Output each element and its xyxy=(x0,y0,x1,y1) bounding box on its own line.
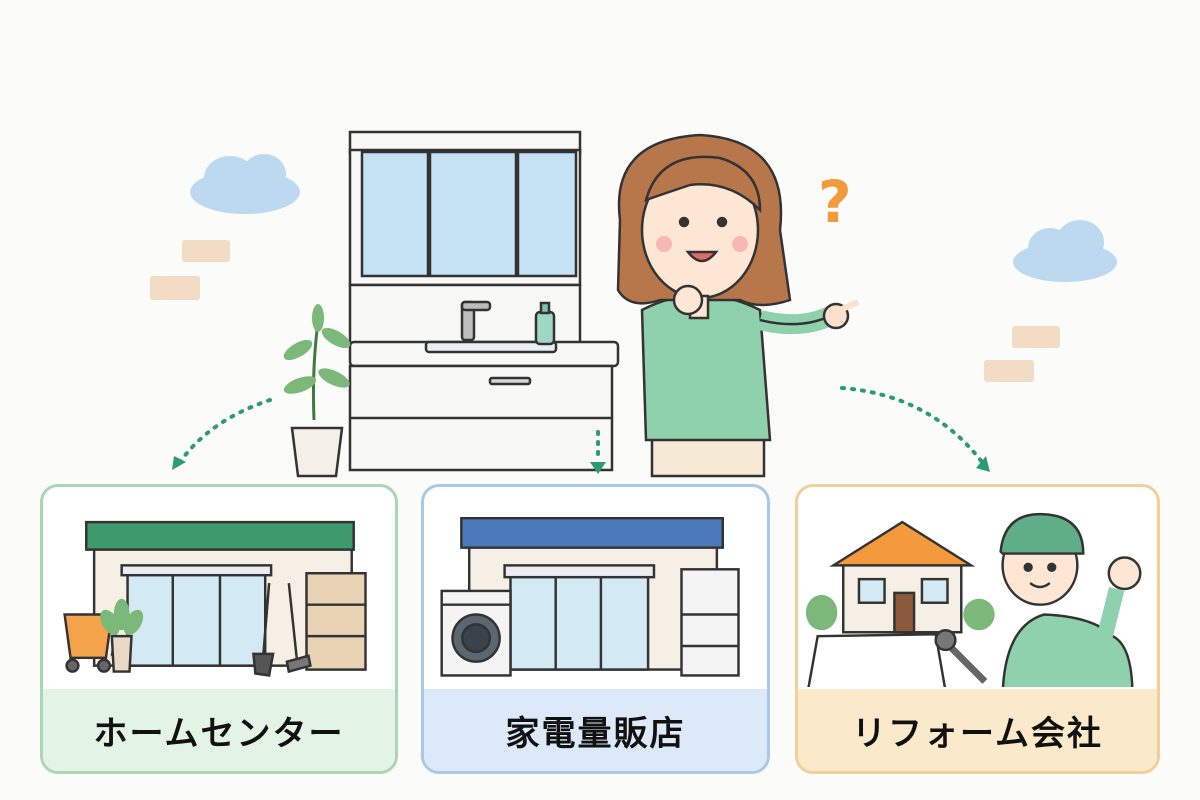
question-mark-icon: ? xyxy=(818,168,852,236)
electronics-store-icon xyxy=(440,516,740,677)
arrow-to-home-center xyxy=(178,398,272,464)
option-card-electronics-store[interactable]: 家電量販店 xyxy=(421,484,770,774)
electronics-store-label: 家電量販店 xyxy=(424,689,767,771)
woman-thinking-icon xyxy=(616,133,860,478)
arrowhead-reform xyxy=(976,456,990,472)
home-center-label: ホームセンター xyxy=(43,689,395,771)
potted-plant-icon xyxy=(283,304,351,478)
reform-company-icon xyxy=(805,512,1142,687)
arrowhead-home xyxy=(172,456,186,470)
home-center-store-icon xyxy=(63,520,367,677)
option-card-reform-company[interactable]: リフォーム会社 xyxy=(795,484,1160,774)
washbasin-vanity-icon xyxy=(348,130,620,472)
option-card-home-center[interactable]: ホームセンター xyxy=(40,484,398,774)
arrow-to-reform xyxy=(840,386,984,464)
cloud-right-icon xyxy=(1013,220,1117,282)
cloud-left-icon xyxy=(190,154,300,214)
reform-company-label: リフォーム会社 xyxy=(798,689,1157,771)
arrowhead-electronics xyxy=(590,462,606,474)
brick-decor-left xyxy=(150,240,230,300)
brick-decor-right xyxy=(984,326,1060,382)
